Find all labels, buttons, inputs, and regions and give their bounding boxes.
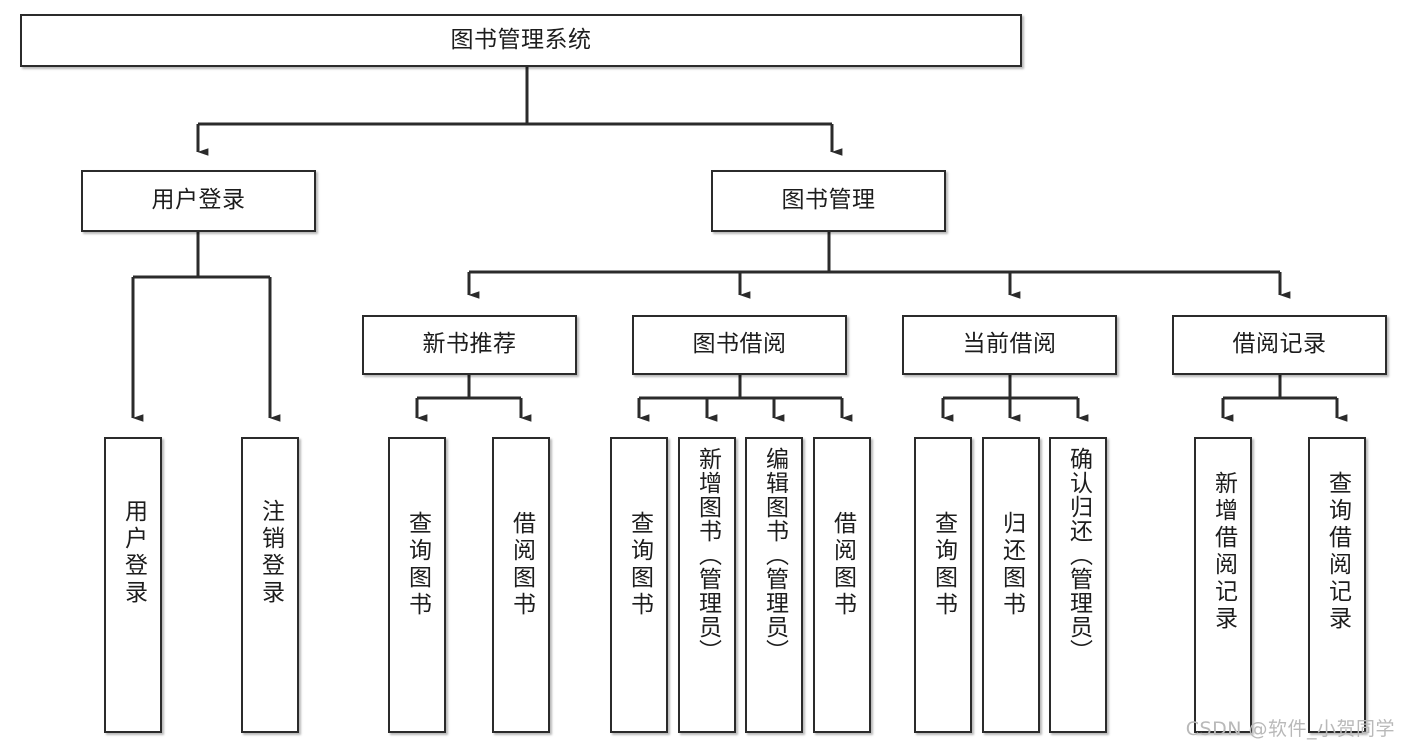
node-borrow-record[interactable]: 借阅记录: [1172, 315, 1387, 375]
node-leaf-return-book[interactable]: 归还图书: [982, 437, 1040, 733]
node-leaf-add-book-admin[interactable]: 新增图书（管理员）: [678, 437, 736, 733]
node-leaf-query-book-borrow[interactable]: 查询图书: [610, 437, 668, 733]
node-label: 确认归还（管理员）: [1065, 447, 1092, 663]
node-leaf-user-login[interactable]: 用户登录: [104, 437, 162, 733]
node-leaf-add-borrow-record[interactable]: 新增借阅记录: [1194, 437, 1252, 733]
node-label: 编辑图书（管理员）: [761, 447, 788, 663]
node-label: 用户登录: [120, 499, 147, 607]
node-label: 图书管理系统: [450, 26, 592, 53]
node-label: 注销登录: [257, 499, 284, 607]
node-label: 借阅图书: [508, 511, 535, 619]
node-label: 借阅图书: [829, 511, 856, 619]
node-leaf-query-book-rec[interactable]: 查询图书: [388, 437, 446, 733]
node-label: 新增图书（管理员）: [694, 447, 721, 663]
node-label: 查询图书: [930, 511, 957, 619]
node-label: 图书管理: [781, 187, 876, 214]
node-root-book-management-system[interactable]: 图书管理系统: [20, 14, 1022, 67]
node-new-book-recommendation[interactable]: 新书推荐: [362, 315, 577, 375]
node-label: 当前借阅: [962, 331, 1057, 358]
node-leaf-borrow-book-borrow[interactable]: 借阅图书: [813, 437, 871, 733]
node-label: 查询借阅记录: [1324, 471, 1351, 633]
node-leaf-edit-book-admin[interactable]: 编辑图书（管理员）: [745, 437, 803, 733]
node-leaf-query-book-current[interactable]: 查询图书: [914, 437, 972, 733]
node-label: 借阅记录: [1232, 331, 1327, 358]
node-leaf-query-borrow-record[interactable]: 查询借阅记录: [1308, 437, 1366, 733]
node-leaf-logout-login[interactable]: 注销登录: [241, 437, 299, 733]
node-label: 归还图书: [998, 511, 1025, 619]
node-current-borrow[interactable]: 当前借阅: [902, 315, 1117, 375]
node-book-borrow[interactable]: 图书借阅: [632, 315, 847, 375]
node-label: 图书借阅: [692, 331, 787, 358]
node-user-login[interactable]: 用户登录: [81, 170, 316, 232]
node-leaf-borrow-book-rec[interactable]: 借阅图书: [492, 437, 550, 733]
node-label: 新书推荐: [422, 331, 517, 358]
watermark-text: CSDN @软件_小贺同学: [1185, 718, 1395, 740]
node-book-management[interactable]: 图书管理: [711, 170, 946, 232]
node-label: 查询图书: [404, 511, 431, 619]
node-label: 新增借阅记录: [1210, 471, 1237, 633]
node-label: 查询图书: [626, 511, 653, 619]
node-label: 用户登录: [151, 187, 246, 214]
node-leaf-confirm-return-admin[interactable]: 确认归还（管理员）: [1049, 437, 1107, 733]
